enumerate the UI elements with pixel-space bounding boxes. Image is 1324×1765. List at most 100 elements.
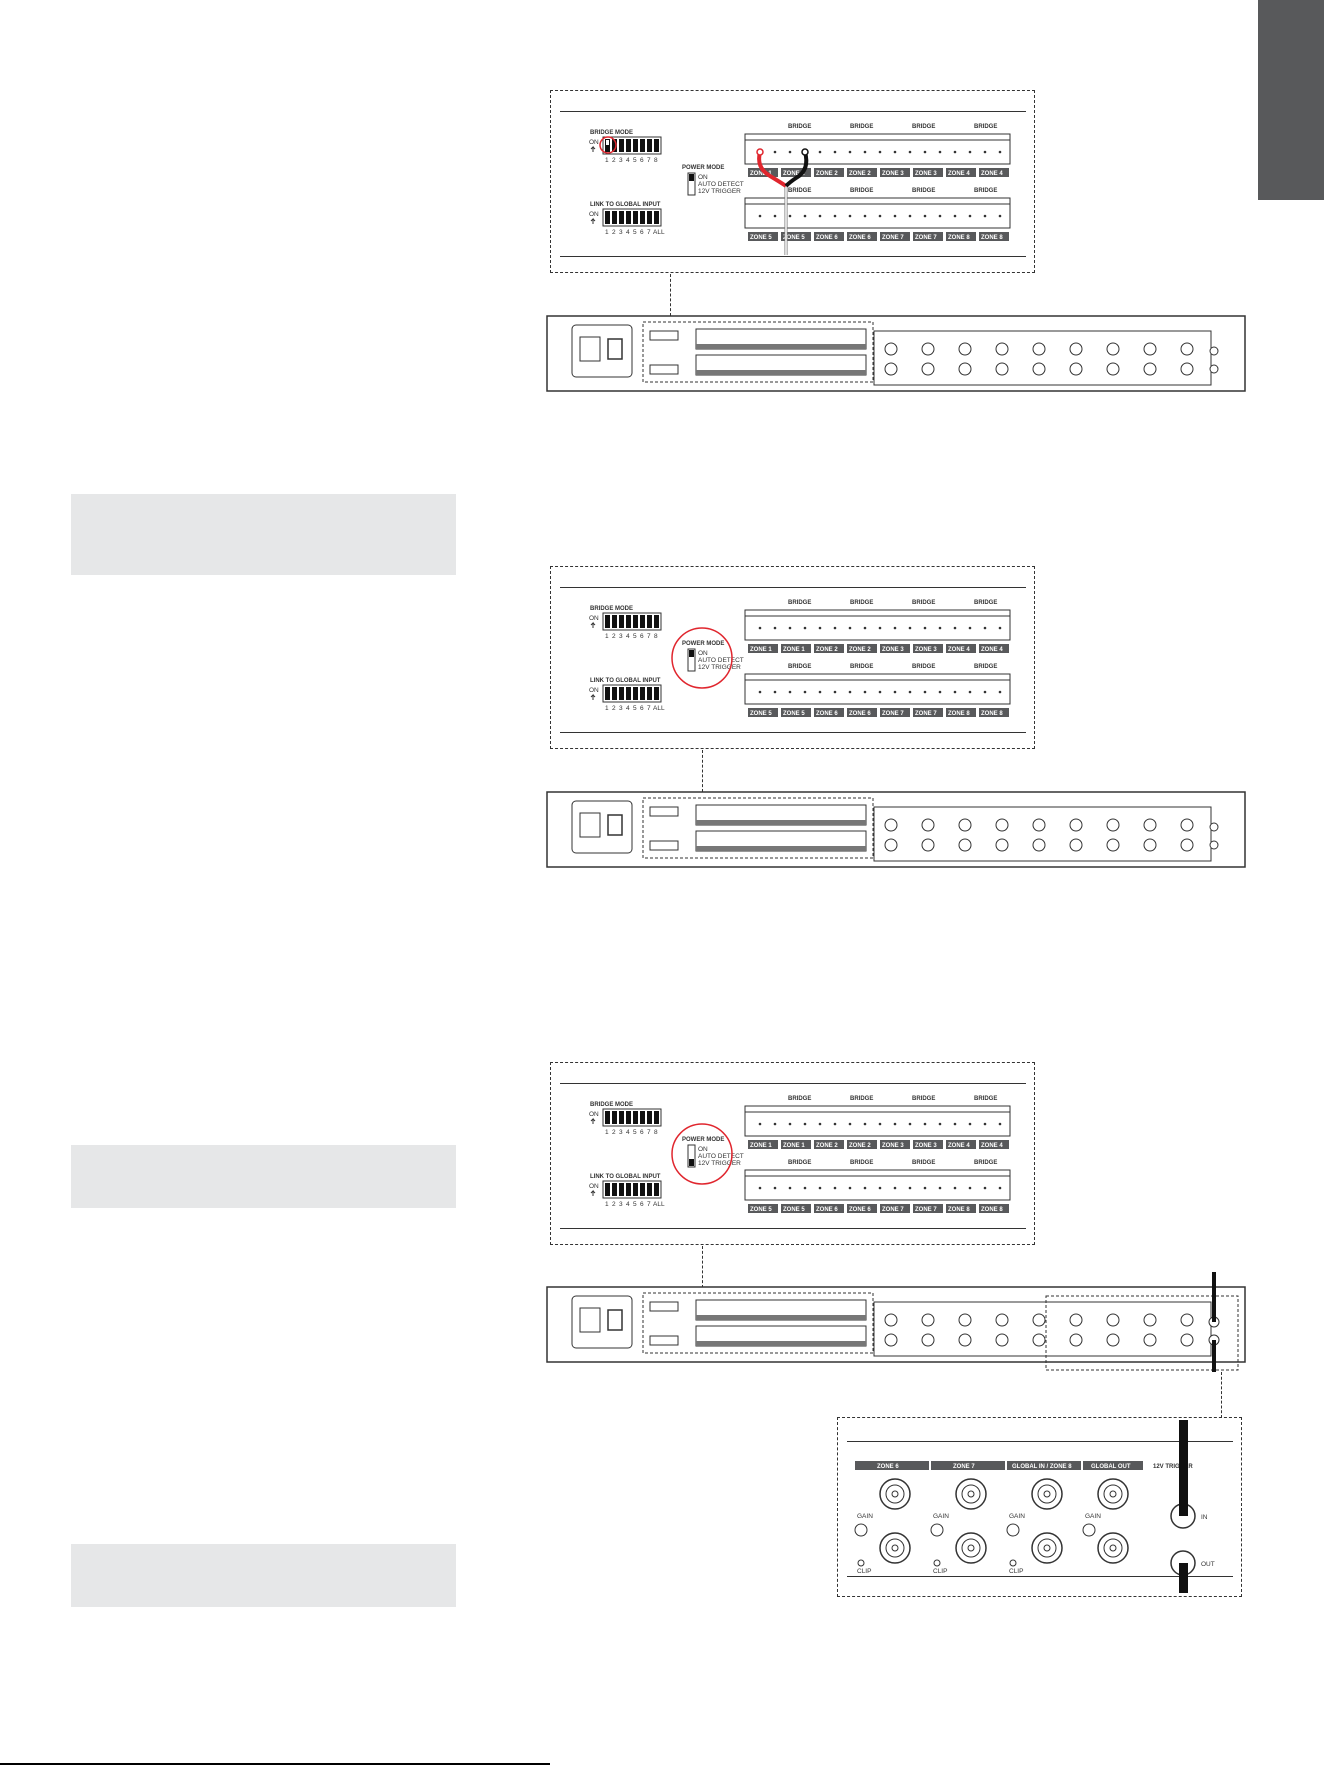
note-box-2 [71,1145,456,1208]
svg-text:8: 8 [654,633,658,640]
note-box-3 [71,1544,456,1607]
zone-7-column: ZONE 7 GAIN CLIP [930,1461,1005,1575]
svg-text:ZONE 6: ZONE 6 [816,1207,838,1213]
svg-text:CLIP: CLIP [1009,1568,1023,1575]
svg-text:ZONE 5: ZONE 5 [750,235,772,241]
svg-text:BRIDGE: BRIDGE [850,124,873,130]
svg-text:ON: ON [589,211,599,218]
svg-text:BRIDGE: BRIDGE [912,1096,935,1102]
svg-text:7: 7 [647,1201,651,1208]
svg-text:5: 5 [633,1201,637,1208]
svg-text:12V TRIGGER: 12V TRIGGER [1153,1464,1193,1470]
svg-text:5: 5 [633,157,637,164]
bridged-speaker-wire [756,148,809,255]
svg-text:BRIDGE: BRIDGE [850,600,873,606]
svg-text:7: 7 [647,229,651,236]
figure-2-zoom-frame [550,566,1035,749]
svg-text:6: 6 [640,705,644,712]
svg-text:BRIDGE: BRIDGE [912,664,935,670]
svg-text:8: 8 [654,1129,658,1136]
svg-text:BRIDGE: BRIDGE [850,188,873,194]
svg-text:ZONE 1: ZONE 1 [750,1143,772,1149]
svg-text:BRIDGE: BRIDGE [788,1160,811,1166]
svg-text:AUTO DETECT: AUTO DETECT [698,1153,744,1160]
svg-text:BRIDGE: BRIDGE [912,1160,935,1166]
svg-text:ZONE 6: ZONE 6 [816,711,838,717]
svg-text:4: 4 [626,1201,630,1208]
svg-text:ON: ON [589,1111,599,1118]
svg-text:6: 6 [640,229,644,236]
power-mode-highlight [671,1123,733,1185]
svg-text:6: 6 [640,633,644,640]
svg-text:CLIP: CLIP [857,1568,871,1575]
svg-text:GAIN: GAIN [1085,1513,1101,1520]
svg-text:LINK TO GLOBAL INPUT: LINK TO GLOBAL INPUT [590,1174,661,1180]
svg-text:BRIDGE: BRIDGE [974,1160,997,1166]
svg-text:ZONE 7: ZONE 7 [915,1207,937,1213]
svg-text:5: 5 [633,1129,637,1136]
svg-text:6: 6 [640,1201,644,1208]
svg-text:ZONE 2: ZONE 2 [816,1143,838,1149]
svg-text:ZONE 7: ZONE 7 [882,711,904,717]
svg-text:4: 4 [626,157,630,164]
svg-text:2: 2 [612,157,616,164]
svg-text:ZONE 1: ZONE 1 [750,171,772,177]
svg-text:BRIDGE: BRIDGE [974,1096,997,1102]
svg-text:ZONE 7: ZONE 7 [915,711,937,717]
svg-text:ZONE 4: ZONE 4 [981,1143,1003,1149]
svg-text:1: 1 [605,157,609,164]
note-box-1 [71,494,456,575]
svg-text:ALL: ALL [653,1201,665,1208]
svg-text:CLIP: CLIP [933,1568,947,1575]
trigger-12v-column: 12V TRIGGER IN OUT [1153,1420,1215,1593]
svg-text:ZONE 7: ZONE 7 [882,235,904,241]
svg-text:6: 6 [640,157,644,164]
svg-text:ZONE 1: ZONE 1 [783,171,805,177]
svg-text:ZONE 7: ZONE 7 [915,235,937,241]
svg-text:1: 1 [605,229,609,236]
svg-text:4: 4 [626,633,630,640]
svg-text:ZONE 5: ZONE 5 [750,1207,772,1213]
svg-text:ZONE 2: ZONE 2 [816,647,838,653]
svg-text:5: 5 [633,705,637,712]
svg-text:GAIN: GAIN [857,1513,873,1520]
svg-text:ZONE 1: ZONE 1 [783,1143,805,1149]
svg-text:ZONE 8: ZONE 8 [948,711,970,717]
svg-text:6: 6 [640,1129,644,1136]
svg-text:BRIDGE: BRIDGE [912,600,935,606]
svg-text:BRIDGE: BRIDGE [850,1160,873,1166]
svg-text:LINK TO GLOBAL INPUT: LINK TO GLOBAL INPUT [590,202,661,208]
svg-text:ZONE 4: ZONE 4 [948,647,970,653]
svg-text:5: 5 [633,633,637,640]
svg-text:OUT: OUT [1201,1561,1215,1568]
svg-text:ZONE 8: ZONE 8 [981,235,1003,241]
svg-text:ZONE 6: ZONE 6 [849,711,871,717]
svg-text:ZONE 3: ZONE 3 [915,647,937,653]
svg-text:ALL: ALL [653,229,665,236]
figure-2-rear-panel [546,791,1246,868]
figure-1-zoom-frame [550,90,1035,273]
svg-text:2: 2 [612,1129,616,1136]
svg-text:BRIDGE MODE: BRIDGE MODE [590,606,633,612]
svg-text:AUTO DETECT: AUTO DETECT [698,181,744,188]
svg-text:ZONE 8: ZONE 8 [981,711,1003,717]
trigger-zoom-panel: ZONE 6 GAIN CLIP ZONE 7 GAIN CLIP GLOBAL… [854,1420,1215,1593]
svg-text:LINK TO GLOBAL INPUT: LINK TO GLOBAL INPUT [590,678,661,684]
svg-text:ZONE 2: ZONE 2 [849,171,871,177]
svg-text:GLOBAL OUT: GLOBAL OUT [1091,1464,1131,1470]
figure-3-rear-panel [546,1272,1246,1372]
svg-text:ZONE 4: ZONE 4 [948,171,970,177]
svg-text:ZONE 3: ZONE 3 [882,171,904,177]
svg-text:BRIDGE: BRIDGE [974,188,997,194]
svg-text:ON: ON [698,174,708,181]
zone-6-column: ZONE 6 GAIN CLIP [854,1461,929,1575]
svg-text:BRIDGE: BRIDGE [974,664,997,670]
svg-text:ZONE 5: ZONE 5 [783,1207,805,1213]
svg-text:12V TRIGGER: 12V TRIGGER [698,188,741,195]
svg-text:ZONE 4: ZONE 4 [981,647,1003,653]
